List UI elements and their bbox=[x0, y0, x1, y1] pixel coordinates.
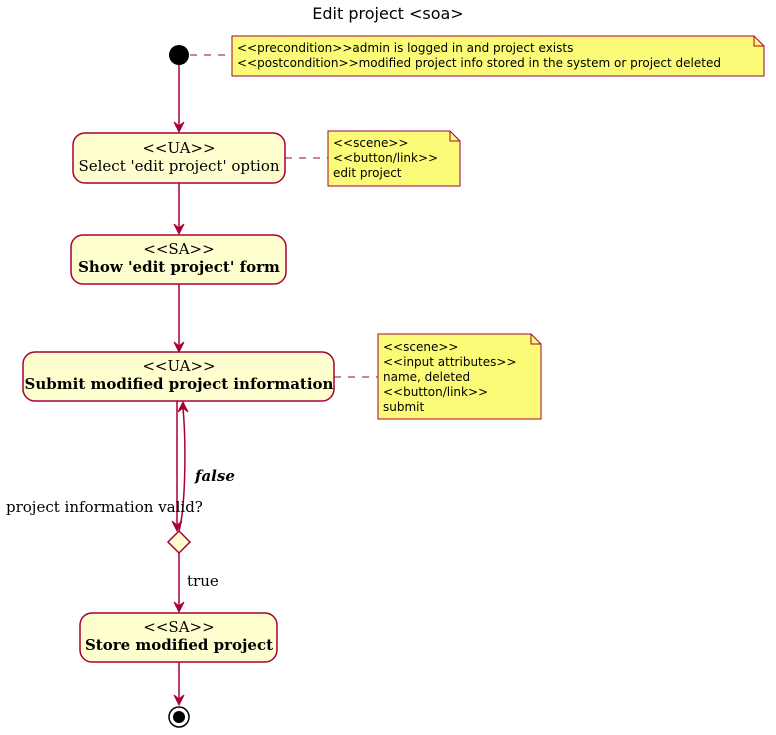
decision-question: project information valid? bbox=[6, 498, 203, 516]
false-branch-label: false bbox=[194, 467, 235, 485]
activity-store-label: Store modified project bbox=[85, 636, 273, 654]
edge-select-to-show-arrowhead bbox=[173, 223, 185, 236]
true-branch-label: true bbox=[187, 572, 219, 590]
note-submit-line-3: name, deleted bbox=[383, 370, 470, 384]
note-edit-project-line-3: edit project bbox=[333, 166, 402, 180]
activity-store-stereotype: <<SA>> bbox=[143, 618, 214, 636]
edge-submit-to-decision-arrowhead bbox=[171, 520, 183, 533]
note-edit-project-line-1: <<scene>> bbox=[333, 136, 408, 150]
precondition-text: <<precondition>>admin is logged in and p… bbox=[237, 41, 573, 55]
edge-false-loop bbox=[178, 407, 186, 532]
note-submit: <<scene>> <<input attributes>> name, del… bbox=[377, 333, 542, 420]
note-submit-line-4: <<button/link>> bbox=[383, 385, 488, 399]
activity-show-stereotype: <<SA>> bbox=[143, 240, 214, 258]
activity-select-label: Select 'edit project' option bbox=[78, 157, 279, 175]
activity-show-form: <<SA>> Show 'edit project' form bbox=[70, 234, 287, 285]
diagram-title: Edit project <soa> bbox=[312, 4, 463, 23]
edge-start-to-select-arrowhead bbox=[173, 121, 185, 134]
edge-store-to-end-arrowhead bbox=[173, 694, 185, 707]
end-node bbox=[168, 706, 190, 728]
activity-select-stereotype: <<UA>> bbox=[142, 139, 215, 157]
note-submit-line-1: <<scene>> bbox=[383, 340, 458, 354]
note-submit-line-5: submit bbox=[383, 400, 424, 414]
precondition-note: <<precondition>>admin is logged in and p… bbox=[231, 35, 765, 77]
activity-show-label: Show 'edit project' form bbox=[78, 258, 280, 276]
note-edit-project-line-2: <<button/link>> bbox=[333, 151, 438, 165]
edge-false-loop-arrowhead bbox=[177, 400, 189, 413]
activity-submit-label: Submit modified project information bbox=[25, 375, 334, 393]
note-submit-line-2: <<input attributes>> bbox=[383, 355, 517, 369]
activity-select-edit-project: <<UA>> Select 'edit project' option bbox=[72, 132, 286, 184]
postcondition-text: <<postcondition>>modified project info s… bbox=[237, 56, 721, 70]
note-edit-project: <<scene>> <<button/link>> edit project bbox=[327, 130, 461, 187]
start-node bbox=[169, 45, 189, 65]
decision-diamond bbox=[166, 529, 192, 555]
edge-decision-to-store-arrowhead bbox=[173, 601, 185, 614]
activity-submit-stereotype: <<UA>> bbox=[142, 357, 215, 375]
activity-submit-info: <<UA>> Submit modified project informati… bbox=[22, 351, 335, 402]
edge-show-to-submit-arrowhead bbox=[173, 341, 185, 354]
activity-store-project: <<SA>> Store modified project bbox=[79, 612, 278, 663]
